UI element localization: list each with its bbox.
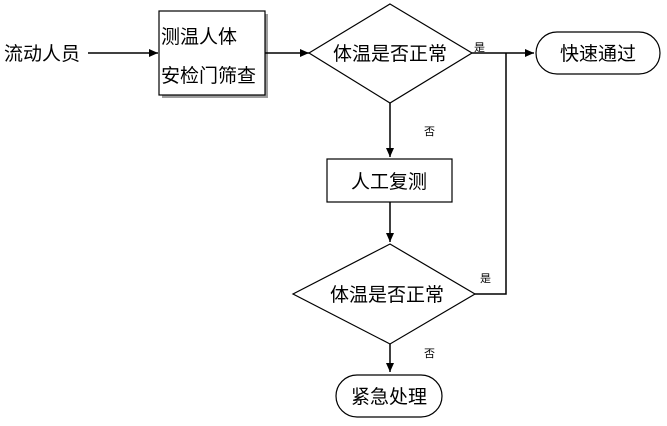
pass-terminal — [535, 31, 661, 75]
decision-1-label: 体温是否正常 — [333, 43, 447, 65]
emergency-node: 紧急处理 — [335, 374, 443, 418]
check1-yes-label: 是 — [474, 41, 485, 54]
emergency-terminal — [335, 374, 443, 418]
check2-no-label: 否 — [424, 347, 435, 360]
screening-label-line1: 测温人体 — [161, 26, 237, 48]
check1-no-label: 否 — [424, 125, 435, 138]
decision-node-2: 体温是否正常 — [291, 243, 477, 345]
screening-label-line2: 安检门筛查 — [161, 65, 256, 87]
recheck-node: 人工复测 — [326, 158, 453, 203]
pass-label: 快速通过 — [560, 43, 636, 65]
recheck-box — [326, 158, 453, 203]
emergency-label: 紧急处理 — [351, 386, 427, 408]
pass-node: 快速通过 — [535, 31, 661, 75]
screening-box — [158, 10, 266, 96]
decision-2-label: 体温是否正常 — [330, 284, 444, 306]
decision-node-1: 体温是否正常 — [307, 3, 474, 104]
check2-yes-label: 是 — [480, 272, 491, 285]
edge-check2-yes — [475, 53, 507, 295]
input-label: 流动人员 — [4, 43, 80, 65]
screening-node: 测温人体 安检门筛查 — [158, 10, 268, 98]
recheck-label: 人工复测 — [351, 171, 427, 193]
